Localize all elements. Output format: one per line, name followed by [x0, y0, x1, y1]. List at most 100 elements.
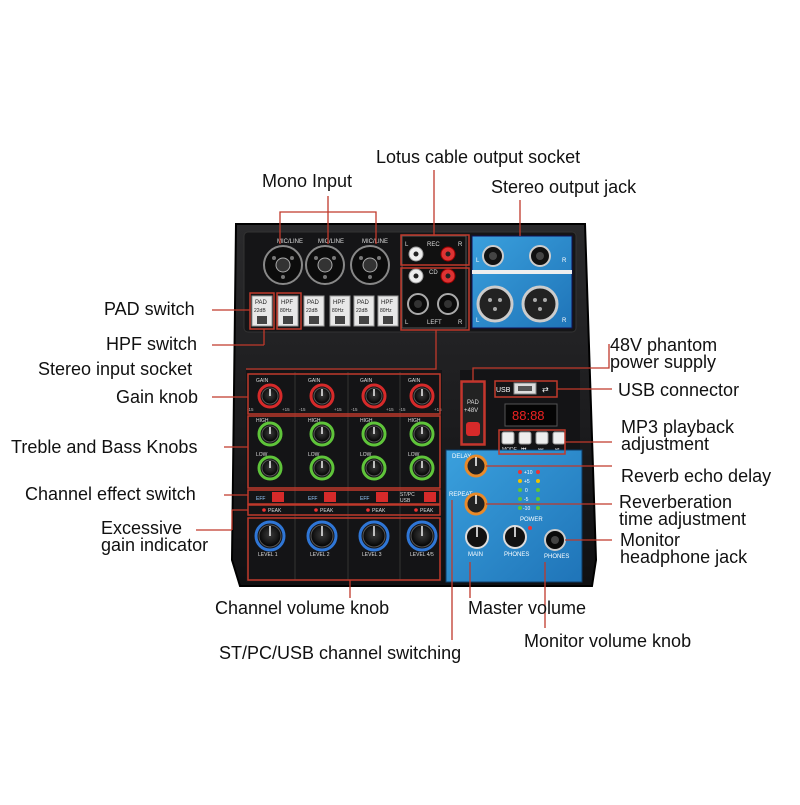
st-pc-usb-switch[interactable] — [424, 492, 436, 502]
level-label-3: LEVEL 3 — [362, 552, 382, 558]
repeat-label: REPEAT — [449, 492, 473, 498]
label-stereo-input: Stereo input socket — [38, 359, 193, 379]
hpf-button-2[interactable] — [335, 316, 345, 324]
label-mp3-playback: MP3 playback adjustment — [621, 418, 734, 453]
low-knob-3[interactable] — [361, 455, 387, 481]
output-panel: L R L R — [471, 235, 573, 329]
level-knob-2[interactable] — [306, 520, 338, 552]
label-lotus-output: Lotus cable output socket — [376, 147, 581, 167]
combo-jack-1[interactable] — [263, 245, 303, 285]
label-master-volume: Master volume — [468, 598, 587, 618]
pad-button-1[interactable] — [257, 316, 267, 324]
high-knob-3[interactable] — [361, 421, 387, 447]
label-hpf-switch: HPF switch — [106, 334, 198, 354]
pad-text-2: PAD — [307, 300, 320, 306]
mic-label-3: MIC/LINE — [362, 239, 388, 245]
label-mono-input: Mono Input — [262, 171, 353, 191]
label-phantom-power: 48V phantom power supply — [610, 336, 717, 372]
low-knob-2[interactable] — [309, 455, 335, 481]
eff-label-3: EFF — [360, 496, 369, 502]
label-monitor-jack: Monitor headphone jack — [620, 530, 747, 566]
high-knob-1[interactable] — [257, 421, 283, 447]
cd-label: CD — [429, 270, 438, 276]
xlr-out-right[interactable] — [521, 285, 559, 323]
level-label-4: LEVEL 4/5 — [410, 552, 434, 558]
level-knob-1[interactable] — [254, 520, 286, 552]
label-gain-knob: Gain knob — [116, 387, 199, 407]
label-monitor-volume: Monitor volume knob — [524, 631, 692, 651]
peak-led-2 — [314, 508, 318, 512]
label-excessive-gain-line1: Excessive — [101, 518, 183, 538]
label-st-pc-usb: ST/PC/USB channel switching — [219, 643, 462, 663]
gain-knob-3[interactable] — [361, 383, 387, 409]
label-stereo-output: Stereo output jack — [491, 177, 637, 197]
hpf-button-1[interactable] — [283, 316, 293, 324]
eff-switch-3[interactable] — [376, 492, 388, 502]
eff-switch-2[interactable] — [324, 492, 336, 502]
usb-port-label: USB — [496, 387, 511, 394]
label-excessive-gain-line2: gain indicator — [101, 535, 209, 555]
mp3-digits: 88:88 — [512, 408, 545, 423]
mic-label-1: MIC/LINE — [277, 239, 303, 245]
label-channel-effect: Channel effect switch — [25, 484, 196, 504]
label-monitor-jack-line1: Monitor — [620, 530, 681, 550]
gain-knob-1[interactable] — [257, 383, 283, 409]
hpf-button-3[interactable] — [383, 316, 393, 324]
peak-label-1: PEAK — [268, 508, 282, 514]
high-label-2: HIGH — [308, 418, 321, 424]
peak-label-4: PEAK — [420, 508, 434, 514]
mp3-play-button[interactable] — [552, 431, 566, 445]
pad-text-1: PAD — [255, 300, 268, 306]
eff-label-2: EFF — [308, 496, 317, 502]
pad-button-3[interactable] — [359, 316, 369, 324]
high-knob-2[interactable] — [309, 421, 335, 447]
level-knob-3[interactable] — [358, 520, 390, 552]
gain-knob-4[interactable] — [409, 383, 435, 409]
combo-jack-3[interactable] — [350, 245, 390, 285]
mp3-next-button[interactable] — [535, 431, 549, 445]
level-knob-4[interactable] — [406, 520, 438, 552]
phantom-button[interactable] — [466, 422, 480, 436]
channel-dividers — [294, 372, 401, 580]
low-label-4: LOW — [408, 452, 420, 458]
st-pc-label: ST/PC — [400, 492, 415, 498]
gain-scale-min-2: -15 — [299, 407, 306, 412]
low-knob-4[interactable] — [409, 455, 435, 481]
combo-jack-2[interactable] — [305, 245, 345, 285]
xlr-out-left[interactable] — [476, 285, 514, 323]
label-reverb-time-line2: time adjustment — [619, 509, 747, 529]
mp3-display — [504, 403, 558, 427]
hpf-text-1: HPF — [281, 300, 293, 306]
gain-scale-min-3: -15 — [351, 407, 358, 412]
hpf-text-3: HPF — [381, 300, 393, 306]
gain-label-4: GAIN — [408, 378, 421, 384]
low-knob-1[interactable] — [257, 455, 283, 481]
out-r: R — [562, 258, 567, 264]
rca-block: REC L R CD LEFT L R — [401, 235, 467, 329]
eff-label-1: EFF — [256, 496, 265, 502]
meter-label-4: -5 — [524, 497, 529, 503]
label-treble-bass: Treble and Bass Knobs — [11, 437, 198, 457]
label-reverb-time: Reverberation time adjustment — [619, 493, 747, 529]
high-knob-4[interactable] — [409, 421, 435, 447]
mp3-prev-button[interactable] — [518, 431, 532, 445]
gain-label-3: GAIN — [360, 378, 373, 384]
rec-l: L — [405, 242, 409, 248]
pad-hpf-switches: PAD 22dB HPF 80Hz PAD 22dB HPF 80Hz PAD … — [251, 295, 399, 327]
master-panel: DELAY REPEAT +10 +5 0 -5 -10 POWER MAIN … — [445, 449, 583, 583]
gain-knob-2[interactable] — [309, 383, 335, 409]
phones-knob-label: PHONES — [504, 552, 529, 558]
label-phantom-line2: power supply — [610, 352, 717, 372]
mp3-mode-button[interactable] — [501, 431, 515, 445]
label-reverb-delay: Reverb echo delay — [621, 466, 772, 486]
low-label-1: LOW — [256, 452, 268, 458]
peak-led-1 — [262, 508, 266, 512]
phones-jack-label: PHONES — [544, 554, 569, 560]
high-label-1: HIGH — [256, 418, 269, 424]
left-label: LEFT — [427, 320, 442, 326]
gain-label-1: GAIN — [256, 378, 269, 384]
usb-symbol-icon: ⇄ — [542, 385, 549, 394]
pad-button-2[interactable] — [309, 316, 319, 324]
eff-switch-1[interactable] — [272, 492, 284, 502]
rec-r: R — [458, 242, 463, 248]
